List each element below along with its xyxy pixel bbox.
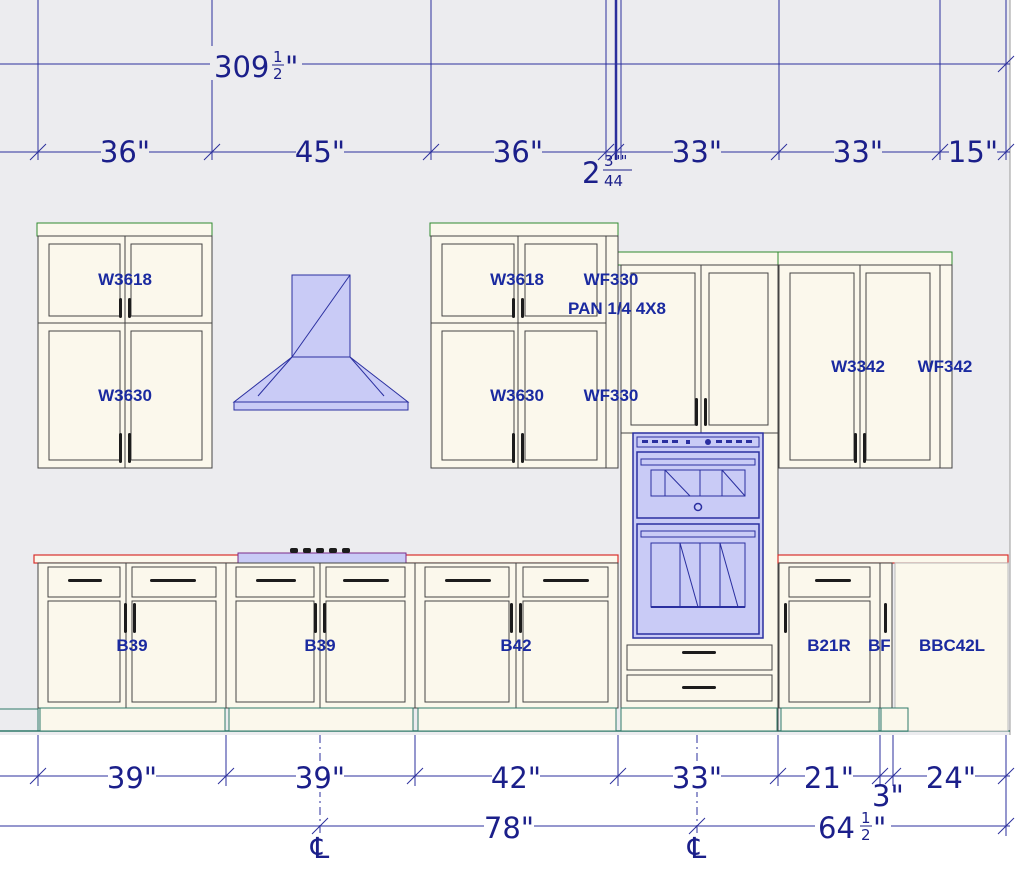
upper-cabinet-handles [119,298,866,463]
top-small-dimension: 2 3"" 44 [582,152,632,190]
label-wf342: WF342 [918,357,973,376]
label-wf330-top: WF330 [584,270,639,289]
span-64-dimension: 64 1 2 " [815,809,891,845]
cabinet-labels: W3618 W3630 W3618 W3630 WF330 WF330 PAN … [98,270,985,655]
toe-kicks [0,707,909,732]
label-wf330-bottom: WF330 [584,386,639,405]
upper-cabinets [36,222,953,469]
span-78-dimension: 78" [484,811,534,845]
bottom-dim-bg-5 [927,762,975,792]
overall-width-num: 1 [273,48,283,66]
bottom-dim-bg-4 [805,762,853,792]
top-small-whole: 2 [582,156,600,190]
bottom-dim-3: 33" [672,761,722,795]
label-b42: B42 [500,636,531,655]
range-hood [232,274,410,411]
top-dim-bg-4 [834,136,882,166]
top-dim-0: 36" [100,135,150,169]
span-78-label: 78" [484,811,534,845]
label-bbc42l: BBC42L [919,636,985,655]
bottom-dim-bg-1 [296,762,344,792]
top-dim-1: 45" [295,135,345,169]
bottom-small-dimension: 3" [872,779,904,813]
bottom-segment-labels: 39" 39" 42" 33" 21" 24" [107,761,976,795]
label-w3630-left: W3630 [98,386,152,405]
label-panel: PAN 1/4 4X8 [568,299,666,318]
base-cabinet-handles [68,579,887,633]
top-dimension-lines [0,0,1015,161]
overall-width-whole: 309 [214,50,269,84]
top-dim-bg-1 [296,136,344,166]
centerline-symbol-left: ℄ [310,831,330,865]
label-w3342: W3342 [831,357,885,376]
span-64-whole: 64 [818,811,855,845]
overall-width-den: 2 [273,65,283,83]
oven-tower [620,432,779,732]
span-64-den: 2 [861,826,871,844]
top-small-num: 3"" [604,152,627,170]
top-dim-4: 33" [833,135,883,169]
top-segment-labels: 36" 45" 36" 33" 33" 15" [100,135,998,169]
bottom-dim-2: 42" [491,761,541,795]
top-small-den: 44 [604,172,623,190]
label-w3618-middle: W3618 [490,270,544,289]
label-b39-first: B39 [116,636,147,655]
countertops [33,554,1009,564]
top-dim-bg-2 [494,136,542,166]
span-64-unit: " [873,811,886,845]
base-cabinets [37,562,1009,732]
bottom-dim-bg-0 [108,762,156,792]
top-dim-bg-5 [949,136,997,166]
label-w3618-left: W3618 [98,270,152,289]
bottom-dim-bg-3 [673,762,721,792]
bottom-dim-5: 24" [926,761,976,795]
bottom-dim-0: 39" [107,761,157,795]
label-b21r: B21R [807,636,850,655]
label-bf: BF [868,636,891,655]
bottom-dim-4: 21" [804,761,854,795]
centerline-symbol-right: ℄ [687,831,707,865]
label-w3630-middle: W3630 [490,386,544,405]
overall-width-unit: " [285,50,298,84]
top-dim-bg-0 [101,136,149,166]
top-dim-5: 15" [948,135,998,169]
bottom-dim-1: 39" [295,761,345,795]
top-dim-2: 36" [493,135,543,169]
floor-area [0,735,1024,872]
bottom-dim-bg-2 [492,762,540,792]
overall-width-dimension: 309 1 2 " [210,46,302,84]
span-64-num: 1 [861,809,871,827]
top-dim-3: 33" [672,135,722,169]
top-dim-bg-3 [673,136,721,166]
label-b39-second: B39 [304,636,335,655]
